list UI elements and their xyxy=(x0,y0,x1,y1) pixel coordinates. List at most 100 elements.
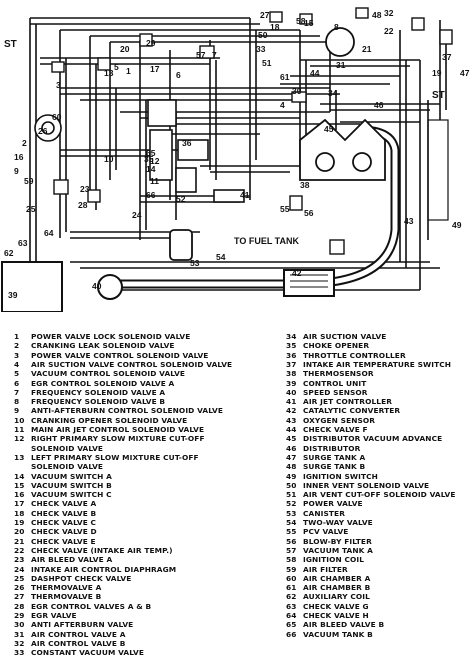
legend-number: 20 xyxy=(14,527,25,537)
legend-number: 26 xyxy=(14,583,25,593)
legend-text: AUXILIARY COIL xyxy=(303,592,370,602)
legend-number: 46 xyxy=(286,443,297,453)
callout-32: 32 xyxy=(384,8,394,18)
callout-18: 18 xyxy=(270,22,280,32)
legend-text: ANTI AFTERBURN VALVE xyxy=(31,620,134,630)
legend-number: 3 xyxy=(14,350,20,360)
legend-text: AIR JET CONTROLLER xyxy=(303,397,393,407)
callout-24: 24 xyxy=(132,210,142,220)
legend-text: EGR VALVE xyxy=(31,611,77,620)
callout-46: 46 xyxy=(374,100,384,110)
callout-22: 22 xyxy=(384,26,394,36)
legend-text: AIR BLEED VALVE B xyxy=(303,620,385,630)
legend-number: 1 xyxy=(14,332,20,341)
callout-39: 39 xyxy=(8,290,18,300)
legend-text: FREQUENCY SOLENOID VALVE B xyxy=(31,397,166,407)
st-label-left: ST xyxy=(4,39,17,50)
legend-number: 59 xyxy=(286,564,297,574)
legend-number: 28 xyxy=(14,601,25,611)
callout-7: 7 xyxy=(212,50,217,60)
legend-number: 21 xyxy=(14,536,25,546)
legend-text: ANTI-AFTERBURN CONTROL SOLENOID VALVE xyxy=(31,406,223,416)
callout-54: 54 xyxy=(216,252,226,262)
callout-19: 19 xyxy=(432,68,442,78)
callout-47: 47 xyxy=(460,68,470,78)
legend-number: 8 xyxy=(14,397,20,407)
callout-10: 10 xyxy=(104,154,114,164)
callout-38: 38 xyxy=(300,180,310,190)
air-filter xyxy=(34,114,62,142)
callout-23: 23 xyxy=(80,184,90,194)
callout-40: 40 xyxy=(92,281,102,291)
legend-text: VACUUM SWITCH B xyxy=(31,480,112,490)
legend-number: 24 xyxy=(14,564,25,574)
to-fuel-tank-label: TO FUEL TANK xyxy=(234,236,300,246)
legend-text: TWO-WAY VALVE xyxy=(303,518,373,527)
callout-17: 17 xyxy=(150,64,160,74)
legend-text: VACUUM CONTROL SOLENOID VALVE xyxy=(31,369,186,379)
legend-text: AIR CHAMBER A xyxy=(303,573,371,583)
legend-text: CHECK VALVE F xyxy=(303,425,368,434)
legend-number: 19 xyxy=(14,518,25,527)
legend-text: IGNITION COIL xyxy=(303,555,365,565)
legend-number: 34 xyxy=(286,332,297,341)
legend-number: 65 xyxy=(286,620,297,630)
legend-number: 6 xyxy=(14,378,20,388)
callout-34: 34 xyxy=(328,88,338,98)
legend-number: 44 xyxy=(286,425,297,434)
callout-16: 16 xyxy=(14,152,24,162)
callout-15: 15 xyxy=(304,18,314,28)
callout-55: 55 xyxy=(280,204,290,214)
callout-11: 11 xyxy=(150,176,159,186)
legend-number: 60 xyxy=(286,573,297,583)
legend-number: 18 xyxy=(14,508,25,518)
callout-59: 59 xyxy=(24,176,34,186)
legend-number: 39 xyxy=(286,378,297,388)
legend-number: 40 xyxy=(286,387,297,397)
carburetor-cluster xyxy=(147,99,245,203)
callout-63: 63 xyxy=(18,238,28,248)
legend-text: CONTROL UNIT xyxy=(303,378,367,388)
legend-number: 63 xyxy=(286,601,297,611)
callout-42: 42 xyxy=(292,268,302,278)
legend-text: SPEED SENSOR xyxy=(303,387,368,397)
legend-number: 32 xyxy=(14,638,25,648)
callout-4: 4 xyxy=(280,100,285,110)
callout-45: 45 xyxy=(324,124,334,134)
legend-number: 64 xyxy=(286,611,297,620)
legend-text: CHECK VALVE B xyxy=(31,508,97,518)
legend-number: 10 xyxy=(14,415,25,425)
legend-text: BLOW-BY FILTER xyxy=(303,536,372,546)
legend-number: 16 xyxy=(14,490,25,500)
callout-27: 27 xyxy=(260,10,270,20)
legend-number: 27 xyxy=(14,592,25,602)
legend-text: LEFT PRIMARY SLOW MIXTURE CUT-OFF xyxy=(31,452,199,462)
legend-number: 33 xyxy=(14,648,25,658)
legend-text: CHECK VALVE (INTAKE AIR TEMP.) xyxy=(31,545,173,555)
callout-35: 35 xyxy=(144,154,154,164)
callout-56: 56 xyxy=(304,208,314,218)
legend-text: INTAKE AIR TEMPERATURE SWITCH xyxy=(303,359,452,369)
legend-text: CHECK VALVE H xyxy=(303,611,369,620)
legend-text: AIR CONTROL VALVE B xyxy=(31,638,126,648)
legend-text: CHECK VALVE C xyxy=(31,518,97,527)
callout-9: 9 xyxy=(14,166,19,176)
callout-49: 49 xyxy=(452,220,462,230)
legend-text: FREQUENCY SOLENOID VALVE A xyxy=(31,387,166,397)
legend-number: 29 xyxy=(14,611,25,620)
callout-31: 31 xyxy=(336,60,346,70)
callout-33: 33 xyxy=(256,44,266,54)
callout-20: 20 xyxy=(120,44,130,54)
legend-text: OXYGEN SENSOR xyxy=(303,415,376,425)
legend-text: EGR CONTROL SOLENOID VALVE A xyxy=(31,378,175,388)
legend-number: 42 xyxy=(286,406,297,416)
legend-number: 54 xyxy=(286,518,297,527)
legend-number: 48 xyxy=(286,462,297,472)
legend-number: 2 xyxy=(14,341,20,351)
callout-61: 61 xyxy=(280,72,290,82)
legend-number: 14 xyxy=(14,471,25,481)
callout-14: 14 xyxy=(146,164,156,174)
callout-36: 36 xyxy=(182,138,192,148)
